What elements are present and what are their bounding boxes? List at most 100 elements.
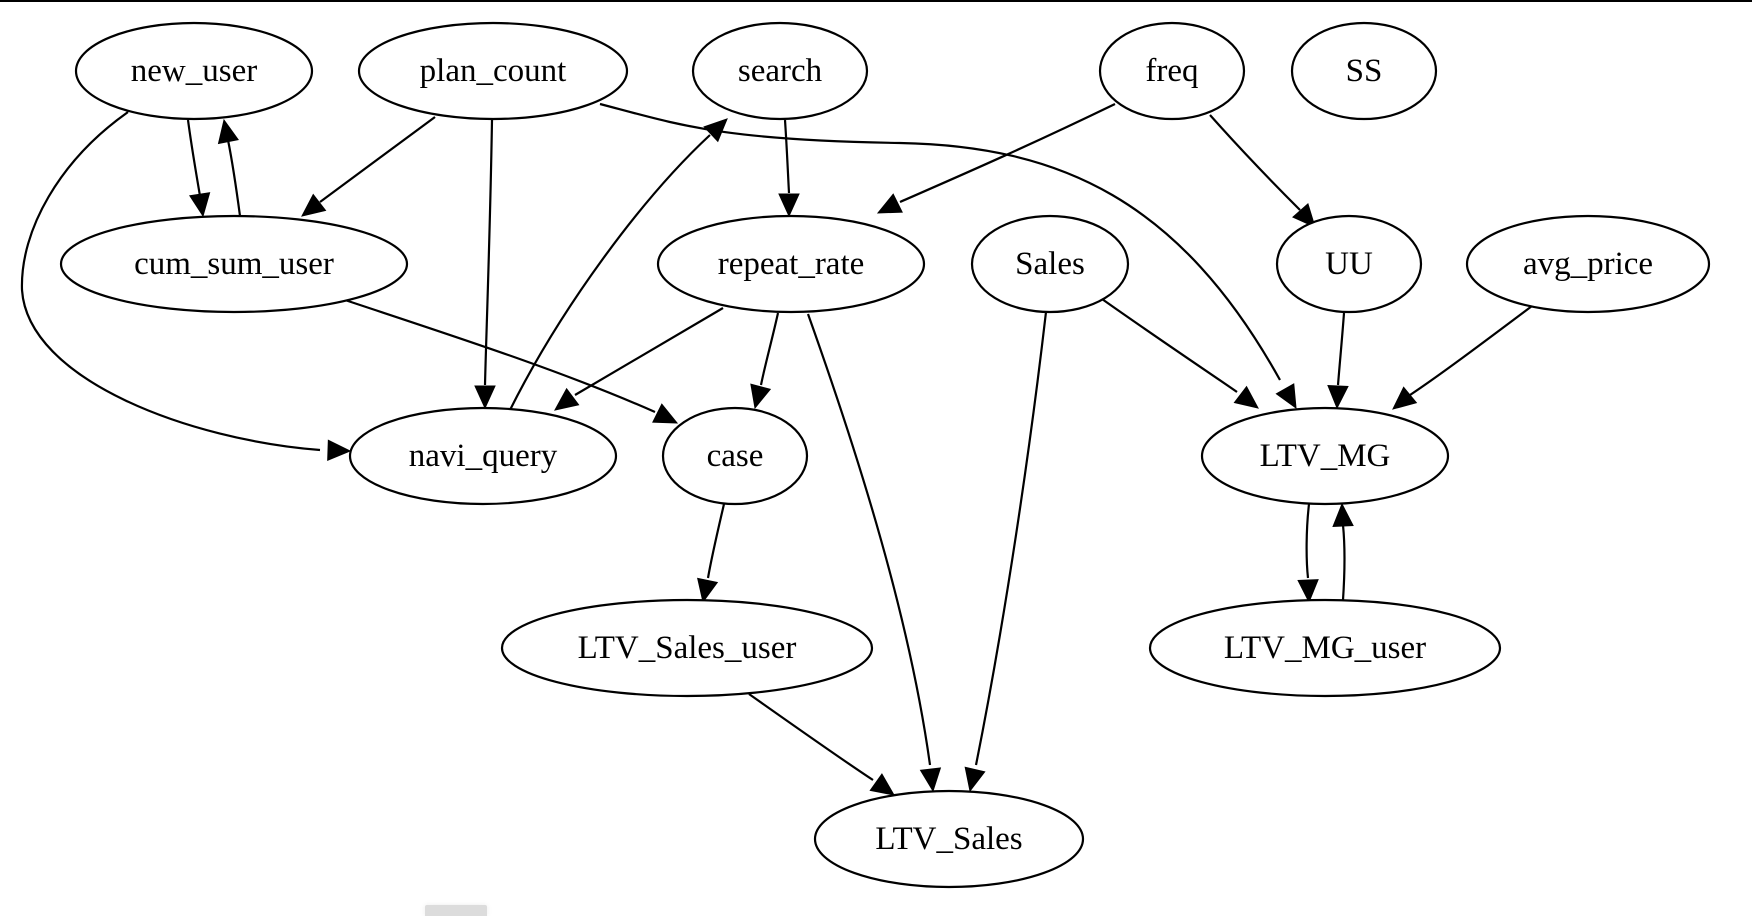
arrowhead-icon xyxy=(778,193,800,218)
node-ss[interactable]: SS xyxy=(1290,21,1438,121)
node-avg-price[interactable]: avg_price xyxy=(1465,214,1711,314)
node-label: avg_price xyxy=(1523,246,1653,282)
node-ellipse xyxy=(970,214,1130,314)
arrowhead-icon xyxy=(301,193,327,217)
node-ellipse xyxy=(74,21,314,121)
arrowhead-icon xyxy=(217,118,239,145)
node-label: search xyxy=(738,53,823,89)
edge-line xyxy=(20,111,321,452)
edge-line xyxy=(748,693,874,781)
node-ellipse xyxy=(813,789,1085,889)
edge-line xyxy=(344,298,656,414)
top-border xyxy=(0,0,1752,2)
arrowhead-icon xyxy=(1275,383,1297,410)
node-ellipse xyxy=(1465,214,1711,314)
edge-LTV_MG-to-LTV_MG_user xyxy=(1297,503,1319,604)
arrowhead-icon xyxy=(652,403,679,424)
edge-line xyxy=(574,307,724,396)
edges-layer xyxy=(20,102,1533,796)
node-label: plan_count xyxy=(420,53,567,89)
node-navi-query[interactable]: navi_query xyxy=(348,406,618,506)
edge-line xyxy=(483,119,494,386)
node-label: UU xyxy=(1325,246,1373,282)
node-label: LTV_MG_user xyxy=(1224,630,1426,666)
edge-LTV_MG_user-to-LTV_MG xyxy=(1332,502,1354,601)
node-ellipse xyxy=(1290,21,1438,121)
node-label: LTV_Sales_user xyxy=(578,630,797,666)
node-ellipse xyxy=(59,214,409,314)
edge-new_user-to-cum_sum_user xyxy=(186,119,211,218)
node-repeat-rate[interactable]: repeat_rate xyxy=(656,214,926,314)
edge-line xyxy=(319,116,436,203)
edge-navi_query-to-search xyxy=(509,118,728,411)
arrowhead-icon xyxy=(964,766,986,793)
node-plan-count[interactable]: plan_count xyxy=(357,21,629,121)
edge-avg_price-to-LTV_MG xyxy=(1392,305,1533,410)
node-sales[interactable]: Sales xyxy=(970,214,1130,314)
node-ellipse xyxy=(691,21,869,121)
arrowhead-icon xyxy=(869,773,895,796)
node-label: cum_sum_user xyxy=(134,246,334,282)
edge-repeat_rate-to-navi_query xyxy=(554,307,724,411)
edge-freq-to-UU xyxy=(1209,114,1316,228)
arrowhead-icon xyxy=(919,767,942,793)
edge-Sales-to-LTV_MG xyxy=(1101,298,1259,409)
edge-line xyxy=(1209,114,1301,211)
edge-plan_count-to-cum_sum_user xyxy=(301,116,436,217)
edge-line xyxy=(1341,524,1346,601)
arrowhead-icon xyxy=(1233,385,1259,409)
node-cum-sum-user[interactable]: cum_sum_user xyxy=(59,214,409,314)
edge-repeat_rate-to-LTV_Sales xyxy=(806,313,942,793)
edge-cum_sum_user-to-new_user xyxy=(217,118,242,217)
node-label: repeat_rate xyxy=(718,246,865,282)
edge-line xyxy=(899,103,1116,204)
node-ellipse xyxy=(656,214,926,314)
edge-line xyxy=(706,503,726,579)
arrowhead-icon xyxy=(697,577,719,604)
edge-line xyxy=(806,313,932,766)
node-ellipse xyxy=(1275,214,1423,314)
scroll-handle[interactable] xyxy=(425,905,487,916)
edge-line xyxy=(1101,298,1238,393)
edge-line xyxy=(974,311,1048,766)
node-ltv-mg[interactable]: LTV_MG xyxy=(1200,406,1450,506)
arrowhead-icon xyxy=(1332,502,1354,527)
node-label: freq xyxy=(1145,53,1198,89)
edge-line xyxy=(186,119,202,197)
edge-line xyxy=(599,102,1281,381)
node-ltv-sales-user[interactable]: LTV_Sales_user xyxy=(500,598,874,698)
edge-new_user-to-navi_query xyxy=(20,111,352,462)
node-label: case xyxy=(707,438,764,474)
nodes-layer: new_user plan_count search freq SS cum_sum_us… xyxy=(59,21,1711,889)
node-label: SS xyxy=(1346,53,1383,89)
node-uu[interactable]: UU xyxy=(1275,214,1423,314)
node-case[interactable]: case xyxy=(661,406,809,506)
node-ltv-mg-user[interactable]: LTV_MG_user xyxy=(1148,598,1502,698)
arrowhead-icon xyxy=(876,193,903,214)
node-search[interactable]: search xyxy=(691,21,869,121)
edge-UU-to-LTV_MG xyxy=(1327,312,1349,410)
node-ellipse xyxy=(357,21,629,121)
edge-plan_count-to-navi_query xyxy=(474,119,496,410)
node-label: navi_query xyxy=(409,438,558,474)
node-new-user[interactable]: new_user xyxy=(74,21,314,121)
node-ellipse xyxy=(661,406,809,506)
edge-search-to-repeat_rate xyxy=(778,119,800,218)
node-label: new_user xyxy=(131,53,257,89)
node-label: LTV_Sales xyxy=(875,821,1022,857)
edge-line xyxy=(1305,503,1311,579)
node-ellipse xyxy=(1200,406,1450,506)
edge-repeat_rate-to-case xyxy=(750,312,780,410)
node-ellipse xyxy=(1148,598,1502,698)
arrowhead-icon xyxy=(750,383,772,410)
node-ellipse xyxy=(348,406,618,506)
edge-Sales-to-LTV_Sales xyxy=(964,311,1048,793)
edge-cum_sum_user-to-case xyxy=(344,298,679,424)
arrowhead-icon xyxy=(1297,579,1319,604)
node-ltv-sales[interactable]: LTV_Sales xyxy=(813,789,1085,889)
node-freq[interactable]: freq xyxy=(1098,21,1246,121)
arrowhead-icon xyxy=(554,387,580,411)
arrowhead-icon xyxy=(327,439,352,462)
arrowhead-icon xyxy=(474,385,496,410)
